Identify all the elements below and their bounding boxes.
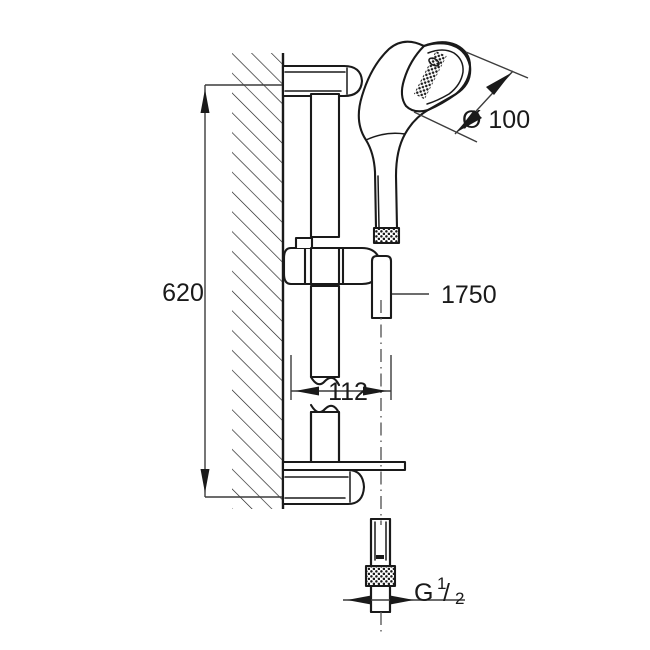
lower-bracket-body <box>281 468 366 506</box>
slide-rail-upper <box>309 92 341 239</box>
dimension-thread-label-g: G <box>414 579 433 607</box>
spray-face-detail-hole <box>428 57 440 67</box>
holder-knob <box>294 236 314 250</box>
dimension-thread-numerator: 1 <box>437 574 446 593</box>
dimension-112: 112 <box>290 355 392 406</box>
dimension-diameter-100: Ø 100 <box>413 51 530 143</box>
slide-rail-break-lower <box>309 403 341 415</box>
spray-holes-band <box>413 46 451 100</box>
shower-hose <box>364 254 397 614</box>
knurled-hose-nut-texture <box>367 567 394 585</box>
hatched-wall-section <box>232 53 285 509</box>
holder-body <box>282 246 383 286</box>
hand-shower-body <box>357 40 472 230</box>
upper-wall-bracket <box>281 64 364 98</box>
wall-hatch-fill <box>232 53 283 509</box>
dimension-thread-arrow-right <box>390 595 414 605</box>
dimension-620-arrow-bottom <box>200 469 210 493</box>
dimension-d100-ext-lower <box>413 111 478 143</box>
slide-rail-mid <box>309 284 341 379</box>
dimension-112-arrow-right <box>363 386 387 396</box>
hand-shower-handle-edge <box>377 175 380 228</box>
dimension-d100-arrow-lower <box>457 110 482 132</box>
hose-tail <box>369 584 392 614</box>
dimension-d100-ext-upper <box>465 51 529 79</box>
dimension-112-label: 112 <box>328 378 368 406</box>
slide-rail <box>309 92 341 468</box>
dimension-thread-slash: / <box>443 579 450 607</box>
hose-upper-stub <box>370 254 393 320</box>
dimension-thread-denominator: 2 <box>455 589 464 608</box>
hand-shower-connector-knurl <box>375 229 398 242</box>
hand-shower <box>357 40 472 245</box>
dimension-620-arrow-top <box>200 89 210 113</box>
dimension-d100-arrow-upper <box>486 73 511 95</box>
upper-bracket-body <box>281 64 364 98</box>
dimension-d100-label: Ø 100 <box>462 106 530 134</box>
dimension-620-label: 620 <box>162 279 204 307</box>
hose-notch-mark <box>376 555 384 559</box>
slide-rail-break-upper <box>309 375 341 387</box>
spray-face-plate <box>400 41 472 113</box>
dimension-1750-label: 1750 <box>441 281 497 309</box>
spray-face-rim <box>426 49 464 105</box>
dimension-112-arrow-left <box>295 386 319 396</box>
holder-rail-clamp <box>309 246 341 286</box>
dimension-thread-g-half: G 1 / 2 <box>343 574 465 608</box>
dimension-620: 620 <box>162 84 284 498</box>
hose-lower-inner-sleeve <box>374 521 387 561</box>
lower-wall-bracket <box>281 460 407 506</box>
slide-rail-lower <box>309 410 341 468</box>
spray-face-holes <box>413 46 451 100</box>
adjustable-hand-shower-holder <box>282 236 383 286</box>
lower-bracket-shelf <box>281 460 407 472</box>
hand-shower-neck-seam <box>365 132 406 141</box>
dimension-1750: 1750 <box>392 281 497 309</box>
dimension-thread-arrow-left <box>347 595 371 605</box>
